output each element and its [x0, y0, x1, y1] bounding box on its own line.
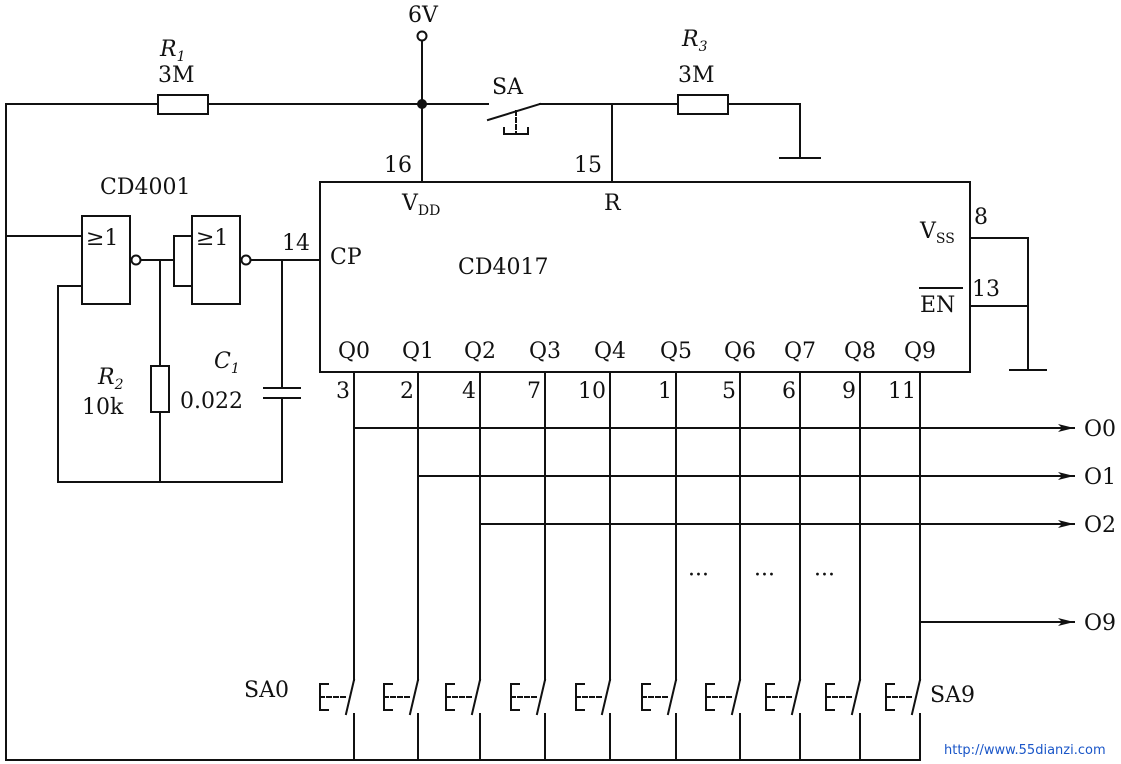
q-pin-number: 4	[462, 379, 476, 404]
inverter-bubble	[240, 254, 252, 266]
switch-contact	[666, 678, 678, 716]
cp-label: CP	[330, 245, 362, 270]
ellipsis-2: ···	[754, 563, 775, 588]
vdd-label: VDD	[401, 191, 440, 219]
nor-gate-1	[81, 215, 131, 305]
q-pin-number: 1	[658, 379, 672, 404]
output-lines	[353, 371, 921, 761]
cd4017-label: CD4017	[458, 255, 548, 280]
watermark: http://www.55dianzi.com	[944, 743, 1106, 758]
inverter-bubble	[130, 254, 142, 266]
supply-terminal	[416, 30, 428, 42]
r1-name: R1	[159, 37, 186, 65]
q-pin-number: 11	[888, 379, 916, 404]
r3-name: R3	[681, 27, 708, 55]
resistor-r1	[157, 94, 209, 115]
switch-contact	[730, 678, 742, 716]
pin-en: 13	[972, 277, 1000, 302]
r3-value: 3M	[678, 63, 715, 88]
ground-wiring	[969, 237, 1047, 371]
pin-vdd: 16	[384, 153, 412, 178]
q-pin-number: 3	[336, 379, 350, 404]
q-pin-number: 5	[722, 379, 736, 404]
ellipsis-3: ···	[814, 563, 835, 588]
pin-r: 15	[574, 153, 602, 178]
q-pin-number: 10	[578, 379, 606, 404]
q-output-label: Q9	[904, 339, 936, 364]
q-output-label: Q6	[724, 339, 756, 364]
output-labels: Q0 3 Q1 2 Q2 4 Q3 7 Q4 10 Q5 1 Q6 5 Q7 6 Q8 9 Q9 11	[336, 339, 936, 404]
supply-label: 6V	[408, 3, 439, 28]
switch-contact	[408, 678, 420, 716]
pin-vss: 8	[974, 205, 988, 230]
gate-2-symbol: ≥1	[196, 226, 228, 251]
switch-contact	[535, 678, 547, 716]
c1-value: 0.022	[180, 389, 243, 414]
output-o1: O1	[1084, 465, 1116, 490]
vss-label: VSS	[919, 219, 955, 247]
switch-contact	[910, 678, 922, 716]
switch-contact	[850, 678, 862, 716]
resistor-r3	[677, 94, 729, 115]
sa-label: SA	[492, 75, 524, 100]
power-wiring	[5, 30, 921, 761]
gate-1-symbol: ≥1	[86, 226, 118, 251]
reset-label: R	[604, 191, 622, 216]
q-output-label: Q0	[338, 339, 370, 364]
reset-switch-sa	[486, 102, 542, 135]
output-o9: O9	[1084, 611, 1116, 636]
r1-value: 3M	[158, 63, 195, 88]
c1-name: C1	[214, 349, 240, 377]
q-output-label: Q1	[402, 339, 434, 364]
q-output-label: Q3	[529, 339, 561, 364]
pin-cp: 14	[282, 231, 310, 256]
selector-switches	[319, 678, 922, 716]
output-o0: O0	[1084, 417, 1116, 442]
q-output-label: Q5	[660, 339, 692, 364]
r2-name: R2	[97, 365, 124, 393]
q-pin-number: 2	[400, 379, 414, 404]
oscillator	[5, 215, 321, 483]
nor-gate-2	[191, 215, 241, 305]
switch-contact	[790, 678, 802, 716]
cd4017-chip	[319, 181, 971, 373]
q-output-label: Q8	[844, 339, 876, 364]
switch-contact	[344, 678, 356, 716]
q-output-label: Q7	[784, 339, 816, 364]
cd4001-label: CD4001	[100, 175, 190, 200]
r2-value: 10k	[82, 395, 124, 420]
switch-contact	[470, 678, 482, 716]
resistor-r2	[150, 365, 170, 413]
switch-contact	[600, 678, 612, 716]
q-output-label: Q4	[594, 339, 626, 364]
switch-sa0-label: SA0	[244, 678, 289, 703]
q-pin-number: 9	[842, 379, 856, 404]
en-label: EN	[920, 293, 955, 318]
q-pin-number: 7	[527, 379, 541, 404]
q-pin-number: 6	[782, 379, 796, 404]
ellipsis-1: ···	[688, 563, 709, 588]
switch-sa9-label: SA9	[930, 683, 975, 708]
q-output-label: Q2	[464, 339, 496, 364]
output-buses	[353, 424, 1075, 626]
output-o2: O2	[1084, 513, 1116, 538]
